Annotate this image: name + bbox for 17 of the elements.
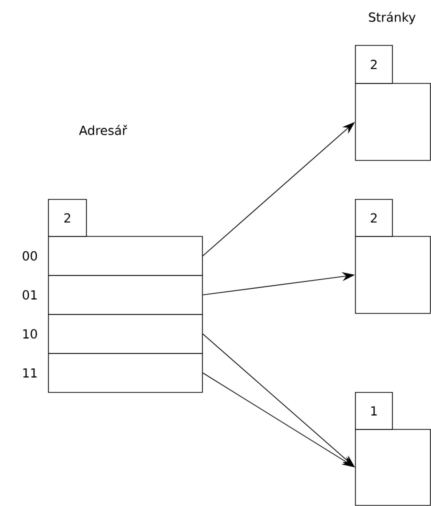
directory-cell: [48, 314, 203, 354]
depth-box: 2: [355, 45, 393, 84]
depth-box: 1: [355, 392, 393, 430]
page-box: [355, 236, 431, 314]
row-label: 10: [23, 329, 37, 339]
heading: Adresář: [79, 124, 128, 136]
page-box: [355, 429, 431, 506]
row-label: 11: [23, 368, 37, 378]
page-box: [355, 83, 431, 161]
heading: Stránky: [368, 12, 416, 24]
row-label: 01: [22, 290, 37, 300]
directory-cell: [48, 353, 203, 393]
directory-cell: [48, 236, 203, 276]
depth-box: 2: [48, 199, 87, 237]
row-label: 00: [22, 251, 37, 261]
directory-cell: [48, 275, 203, 315]
depth-box: 2: [355, 199, 393, 237]
